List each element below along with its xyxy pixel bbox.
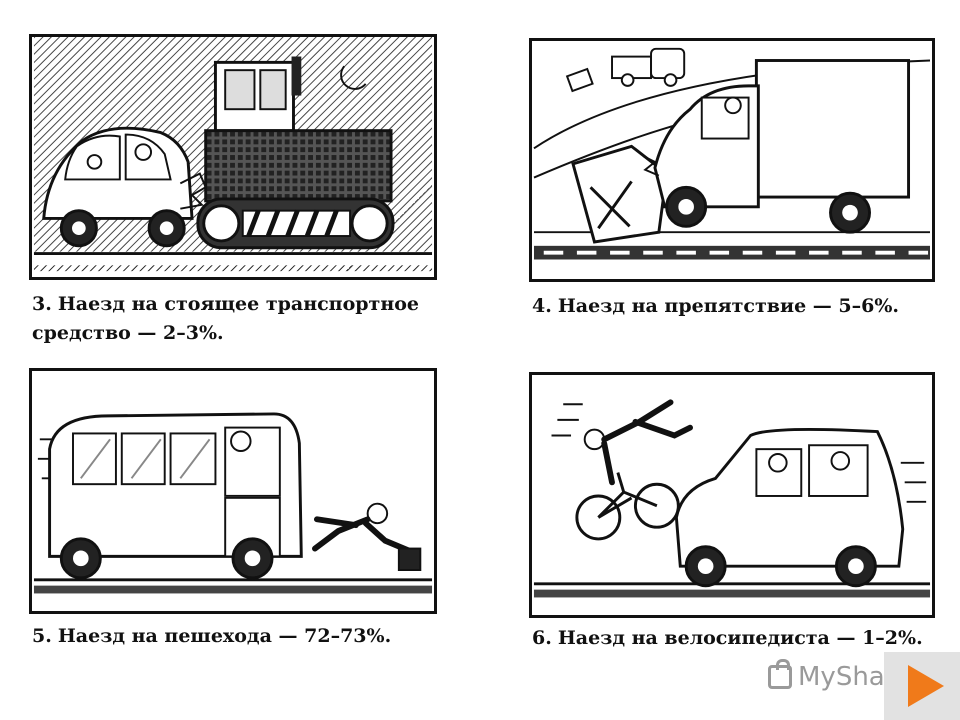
caption-text: Наезд на пешехода — 72–73%.	[57, 625, 392, 647]
illustration-panel-5	[29, 368, 437, 614]
truck-obstacle-illustration	[533, 47, 931, 260]
caption-text: Наезд на препятствие — 5–6%.	[557, 295, 899, 317]
caption-number: 3.	[32, 293, 52, 315]
caption-number: 6.	[532, 627, 552, 649]
next-slide-button[interactable]	[884, 652, 960, 720]
illustration-panel-6	[529, 372, 935, 618]
car-bulldozer-illustration	[33, 37, 433, 277]
play-arrow-icon	[908, 665, 944, 707]
caption-panel-6: 6.Наезд на велосипедиста — 1–2%.	[532, 624, 956, 653]
bus-pedestrian-illustration	[33, 412, 433, 594]
caption-panel-3: 3.Наезд на стоящее транспортное средство…	[32, 290, 458, 348]
caption-panel-4: 4.Наезд на препятствие — 5–6%.	[532, 292, 956, 321]
caption-number: 5.	[32, 625, 52, 647]
caption-text: Наезд на велосипедиста — 1–2%.	[557, 627, 923, 649]
car-cyclist-illustration	[533, 399, 931, 598]
caption-number: 4.	[532, 295, 552, 317]
shopping-bag-icon	[768, 659, 792, 689]
illustration-panel-4	[529, 38, 935, 282]
illustration-panel-3	[29, 34, 437, 280]
caption-text: Наезд на стоящее транспортное средство —…	[32, 293, 419, 344]
caption-panel-5: 5.Наезд на пешехода — 72–73%.	[32, 622, 458, 651]
